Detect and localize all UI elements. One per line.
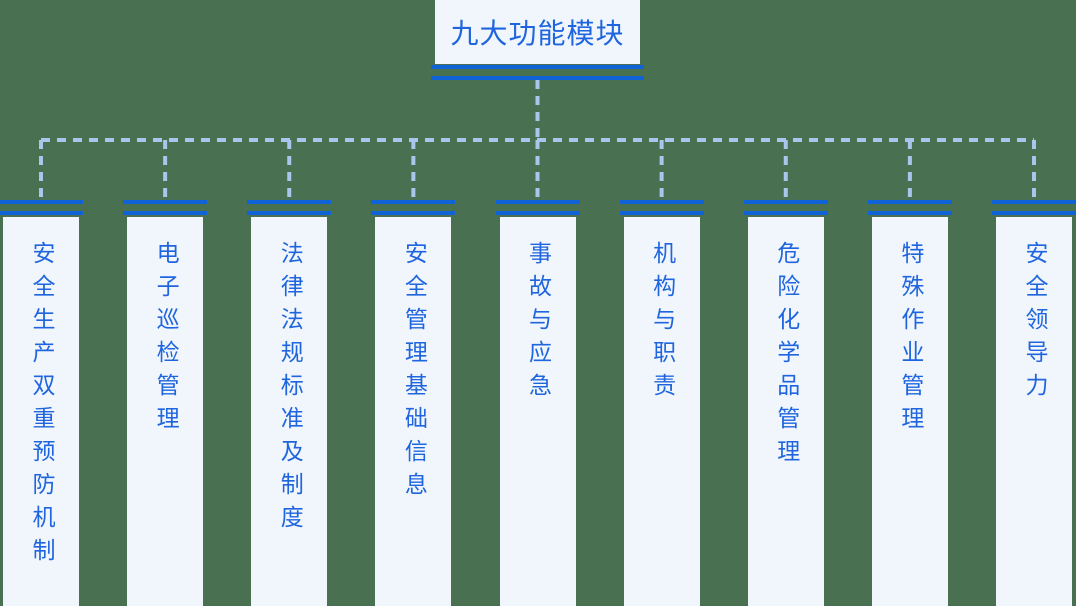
module-column: 危险化学品管理 <box>743 200 828 606</box>
module-topbar-2 <box>495 211 580 215</box>
module-label: 安全领导力 <box>1021 241 1047 406</box>
module-topbar-1 <box>123 200 208 204</box>
module-topbar-1 <box>247 200 332 204</box>
module-column: 电子巡检管理 <box>123 200 208 606</box>
module-column: 安全领导力 <box>992 200 1076 606</box>
module-column: 安全生产双重预防机制 <box>0 200 83 606</box>
module-label: 安全生产双重预防机制 <box>28 241 54 571</box>
module-topbar-2 <box>123 211 208 215</box>
root-underline-top <box>431 65 644 69</box>
module-label: 危险化学品管理 <box>772 241 799 472</box>
module-topbar-1 <box>619 200 704 204</box>
module-column: 特殊作业管理 <box>867 200 952 606</box>
module-panel: 安全管理基础信息 <box>375 217 452 606</box>
module-topbar-1 <box>0 200 83 204</box>
module-topbar-1 <box>867 200 952 204</box>
module-topbar-2 <box>247 211 332 215</box>
module-topbar-1 <box>992 200 1076 204</box>
module-column: 事故与应急 <box>495 200 580 606</box>
module-label: 安全管理基础信息 <box>400 241 427 505</box>
module-topbar-1 <box>371 200 456 204</box>
module-panel: 机构与职责 <box>623 217 700 606</box>
module-column: 安全管理基础信息 <box>371 200 456 606</box>
module-panel: 法律法规标准及制度 <box>251 217 328 606</box>
module-topbar-2 <box>867 211 952 215</box>
module-label: 电子巡检管理 <box>152 241 179 439</box>
module-topbar-1 <box>743 200 828 204</box>
module-column: 法律法规标准及制度 <box>247 200 332 606</box>
module-topbar-2 <box>0 211 83 215</box>
module-topbar-1 <box>495 200 580 204</box>
root-node-box: 九大功能模块 <box>435 0 640 64</box>
module-panel: 安全生产双重预防机制 <box>3 217 79 606</box>
module-topbar-2 <box>743 211 828 215</box>
module-panel: 事故与应急 <box>499 217 576 606</box>
module-panel: 危险化学品管理 <box>747 217 824 606</box>
module-topbar-2 <box>992 211 1076 215</box>
module-panel: 安全领导力 <box>996 217 1072 606</box>
module-label: 特殊作业管理 <box>896 241 923 439</box>
module-panel: 特殊作业管理 <box>871 217 948 606</box>
root-node-label: 九大功能模块 <box>450 17 625 50</box>
module-label: 事故与应急 <box>524 241 551 406</box>
root-underline-bottom <box>431 76 644 80</box>
module-column: 机构与职责 <box>619 200 704 606</box>
module-panel: 电子巡检管理 <box>127 217 204 606</box>
module-topbar-2 <box>619 211 704 215</box>
module-label: 机构与职责 <box>648 241 675 406</box>
module-topbar-2 <box>371 211 456 215</box>
module-label: 法律法规标准及制度 <box>276 241 303 538</box>
